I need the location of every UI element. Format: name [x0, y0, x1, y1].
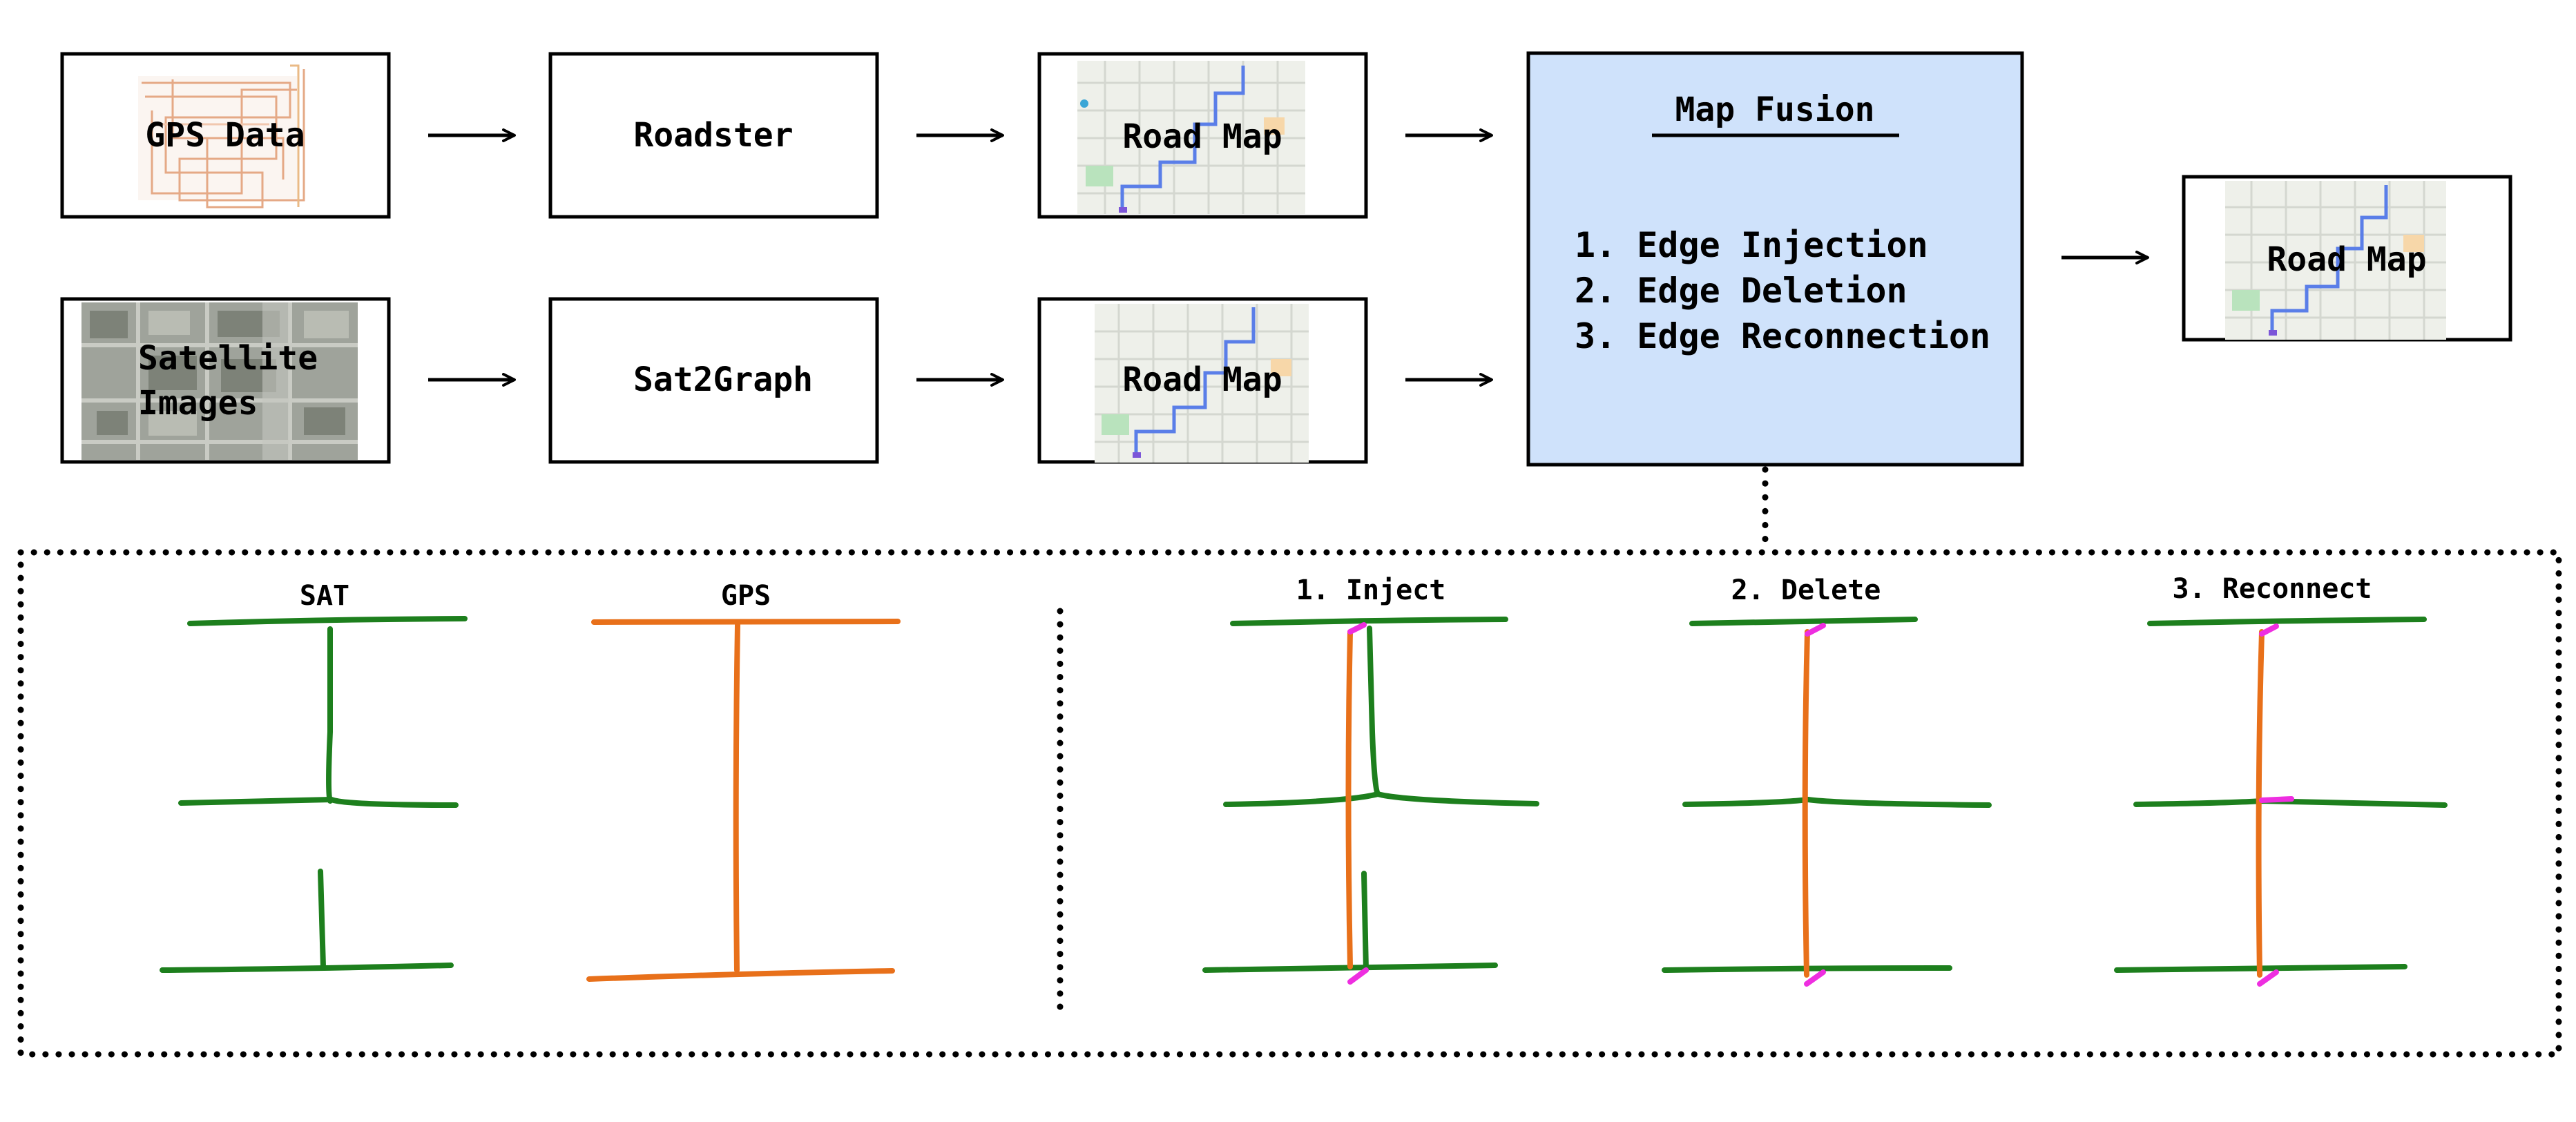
sat-upper-connector — [326, 626, 333, 804]
delete-middle-road — [1682, 797, 1992, 808]
sat2graph-box: Sat2Graph — [548, 297, 879, 464]
road-map-bottom-thumbnail — [1095, 304, 1309, 463]
reconnect-bottom-road — [2114, 964, 2407, 973]
sat-sketch: SAT — [160, 580, 468, 973]
inject-gps-vertical — [1345, 629, 1353, 969]
gps-bottom-road — [586, 968, 895, 982]
satellite-thumbnail — [81, 302, 358, 460]
reconnect-gps-vertical — [2256, 629, 2265, 978]
roadster-label: Roadster — [633, 116, 793, 155]
inject-sketch: 1. Inject — [1202, 574, 1539, 985]
detail-panel-frame — [17, 549, 2562, 1058]
sat2graph-label: Sat2Graph — [633, 360, 813, 399]
inject-label: 1. Inject — [1296, 574, 1446, 606]
reconnect-label: 3. Reconnect — [2173, 573, 2372, 605]
gps-label: GPS — [721, 580, 771, 612]
delete-sketch: 2. Delete — [1662, 574, 1992, 987]
satellite-images-box: Satellite Images — [60, 297, 391, 464]
inject-bottom-fix-edge — [1347, 967, 1369, 985]
gps-top-road — [591, 619, 901, 625]
road-map-top-box: Road Map — [1037, 52, 1368, 219]
roadster-box: Roadster — [548, 52, 879, 219]
inject-sat-lower-stub — [1361, 871, 1369, 973]
satellite-label-line2: Images — [138, 384, 258, 423]
reconnect-bottom-fix-edge — [2257, 969, 2279, 987]
road-map-bottom-box: Road Map — [1037, 297, 1368, 464]
gps-sketch: GPS — [586, 580, 901, 982]
delete-bottom-fix-edge — [1804, 969, 1826, 987]
sat-middle-road — [178, 797, 459, 808]
road-map-top-label: Road Map — [1122, 117, 1282, 156]
sat-bottom-road — [160, 963, 454, 973]
delete-gps-vertical — [1802, 629, 1810, 978]
gps-data-box: GPS Data — [60, 52, 391, 219]
inject-middle-road — [1223, 791, 1539, 807]
fusion-step-edge-injection: 1. Edge Injection — [1575, 225, 1928, 265]
sat-top-road — [187, 616, 468, 626]
reconnect-sketch: 3. Reconnect — [2114, 573, 2448, 987]
fusion-step-edge-reconnection: 3. Edge Reconnection — [1575, 316, 1990, 356]
inject-top-fix-edge — [1347, 622, 1367, 635]
inject-top-road — [1230, 617, 1508, 626]
sat-label: SAT — [300, 580, 349, 612]
gps-data-label: GPS Data — [145, 116, 305, 155]
road-map-bottom-label: Road Map — [1122, 360, 1282, 399]
output-road-map-box: Road Map — [2182, 175, 2512, 342]
delete-top-road — [1689, 617, 1918, 626]
inject-sat-connector — [1367, 626, 1381, 797]
reconnect-top-fix-edge — [2259, 623, 2279, 637]
output-road-map-thumbnail — [2225, 181, 2446, 340]
sat-lower-stub — [318, 869, 326, 969]
reconnect-top-road — [2147, 617, 2427, 626]
fusion-step-edge-deletion: 2. Edge Deletion — [1575, 271, 1907, 311]
satellite-label-line1: Satellite — [138, 339, 318, 378]
map-fusion-title: Map Fusion — [1675, 90, 1875, 129]
road-map-top-thumbnail — [1077, 61, 1305, 214]
gps-trace-thumbnail — [138, 64, 305, 209]
output-road-map-label: Road Map — [2267, 240, 2426, 279]
reconnect-middle-fix-edge — [2259, 796, 2294, 803]
delete-label: 2. Delete — [1731, 574, 1881, 606]
map-fusion-box: Map Fusion 1. Edge Injection 2. Edge Del… — [1526, 51, 2024, 467]
gps-vertical-road — [733, 622, 740, 973]
delete-top-fix-edge — [1805, 623, 1826, 637]
